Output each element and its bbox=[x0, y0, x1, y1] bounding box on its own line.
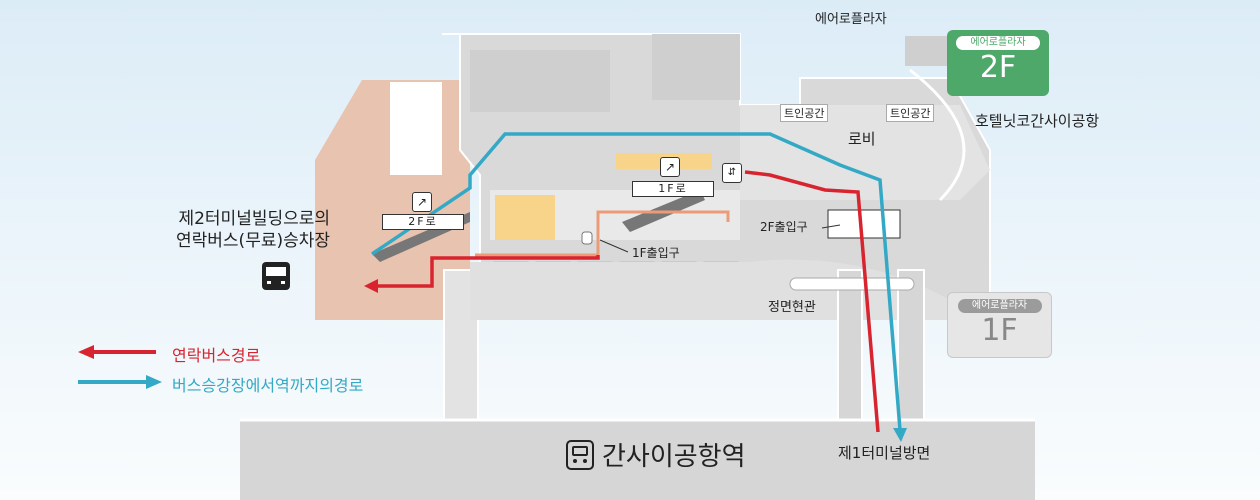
badge-aeroplaza-2f: 에어로플라자 2F bbox=[947, 30, 1049, 96]
hotel-curve bbox=[909, 68, 966, 202]
plaza-block-mid bbox=[652, 34, 740, 100]
bus-stop-label: 제2터미널빌딩으로의 연락버스(무료)승차장 bbox=[176, 208, 330, 252]
label-front-entrance: 정면현관 bbox=[768, 300, 816, 315]
blue-route-arrowhead bbox=[893, 428, 907, 442]
train-icon bbox=[566, 439, 594, 470]
red-route bbox=[378, 170, 880, 433]
bus-icon bbox=[262, 262, 290, 290]
lobby-floor bbox=[740, 105, 990, 200]
terminal-building-left bbox=[390, 82, 442, 175]
label-lobby: 로비 bbox=[848, 130, 876, 148]
legend-blue-label: 버스승강장에서역까지의경로 bbox=[172, 376, 364, 395]
label-terminal1: 제1터미널방면 bbox=[838, 444, 931, 462]
road-to-station bbox=[837, 269, 863, 421]
station-building bbox=[240, 420, 1035, 500]
label-aeroplaza-top: 에어로플라자 bbox=[815, 12, 887, 27]
station: 간사이공항역 bbox=[566, 436, 746, 473]
front-pillar bbox=[789, 277, 915, 291]
orange-route bbox=[475, 210, 730, 257]
plaza-block-right bbox=[905, 36, 948, 66]
red-route-arrowhead bbox=[364, 279, 378, 293]
sign-2f-road: 2F로 bbox=[382, 214, 464, 230]
label-open-space-right: 트인공간 bbox=[886, 104, 935, 122]
yellow-block-left bbox=[495, 195, 555, 240]
road-front bbox=[470, 259, 950, 320]
badge-2f-pill: 에어로플라자 bbox=[956, 36, 1040, 50]
label-exit-2f: 2F출입구 bbox=[760, 220, 808, 234]
road-to-station-2 bbox=[897, 269, 925, 421]
plaza-block-left bbox=[470, 50, 610, 112]
bus-stop-label-line1: 제2터미널빌딩으로의 bbox=[178, 209, 331, 229]
bus-stop-label-line2: 연락버스(무료)승차장 bbox=[176, 231, 331, 251]
station-name: 간사이공항역 bbox=[602, 442, 746, 472]
label-hotel: 호텔닛코간사이공항 bbox=[975, 112, 1100, 130]
legend-red-label: 연락버스경로 bbox=[172, 346, 261, 365]
escalator-icon: ↗ bbox=[660, 157, 680, 177]
pedestrian-crossing bbox=[581, 231, 593, 245]
label-exit-1f: 1F출입구 bbox=[632, 246, 680, 260]
label-open-space-left: 트인공간 bbox=[780, 104, 829, 122]
badge-1f-pill: 에어로플라자 bbox=[957, 299, 1042, 313]
badge-1f-floor: 1F bbox=[981, 313, 1018, 348]
elevator-icon: ⇵ bbox=[722, 163, 742, 183]
badge-aeroplaza-1f: 에어로플라자 1F bbox=[947, 292, 1052, 358]
escalator-icon: ↗ bbox=[412, 192, 432, 212]
blue-route bbox=[371, 132, 902, 431]
badge-2f-floor: 2F bbox=[979, 50, 1017, 85]
sign-1f-road: 1F로 bbox=[632, 181, 714, 197]
exit-2f-box bbox=[827, 209, 901, 239]
